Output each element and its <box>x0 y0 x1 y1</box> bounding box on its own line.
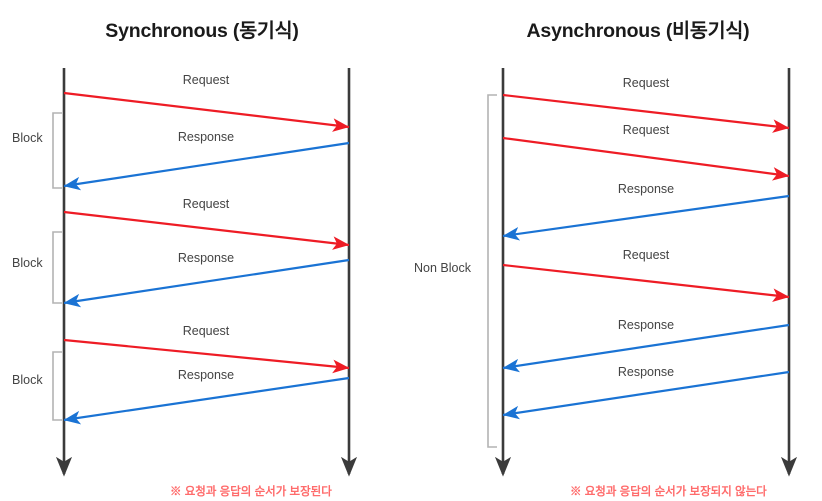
sync-message-label-4: Request <box>182 324 230 338</box>
panel-asynchronous: Asynchronous (비동기식) <box>440 0 822 501</box>
sync-message-request-0 <box>63 91 350 132</box>
sync-message-label-3: Response <box>177 251 235 265</box>
sync-message-label-1: Response <box>177 130 235 144</box>
panel-title-asynchronous: Asynchronous (비동기식) <box>526 20 750 42</box>
footnote-synchronous: ※ 요청과 응답의 순서가 보장된다 <box>170 486 332 498</box>
sync-message-request-4 <box>63 338 350 374</box>
async-message-label-1: Request <box>622 123 670 137</box>
lifelines-group <box>55 68 798 477</box>
async-message-label-5: Response <box>617 365 675 379</box>
sync-message-response-1 <box>63 141 350 191</box>
async-message-request-3 <box>502 263 790 302</box>
brackets-group <box>52 94 497 448</box>
sync-group-label-2: Block <box>12 373 43 387</box>
async-message-response-4 <box>502 323 790 373</box>
sync-group-label-1: Block <box>12 256 43 270</box>
sync-message-response-3 <box>63 258 350 308</box>
panel-title-synchronous: Synchronous (동기식) <box>105 20 299 42</box>
sync-message-response-5 <box>63 376 350 425</box>
sync-group-label-0: Block <box>12 131 43 145</box>
sync-group-bracket-2 <box>52 351 62 421</box>
async-message-label-0: Request <box>622 76 670 90</box>
async-group-label-0: Non Block <box>414 261 471 275</box>
sync-message-label-5: Response <box>177 368 235 382</box>
panel-synchronous: Synchronous (동기식) <box>105 20 299 42</box>
async-message-response-2 <box>502 194 790 241</box>
async-message-request-1 <box>502 136 790 181</box>
async-message-label-2: Response <box>617 182 675 196</box>
footnote-asynchronous: ※ 요청과 응답의 순서가 보장되지 않는다 <box>570 486 767 498</box>
async-message-label-4: Response <box>617 318 675 332</box>
async-message-response-5 <box>502 370 790 420</box>
sync-message-request-2 <box>63 210 350 250</box>
async-group-bracket-0 <box>487 94 497 448</box>
sync-message-label-2: Request <box>182 197 230 211</box>
messages-group <box>63 91 790 425</box>
sync-message-label-0: Request <box>182 73 230 87</box>
async-message-request-0 <box>502 93 790 133</box>
async-message-label-3: Request <box>622 248 670 262</box>
sync-group-bracket-0 <box>52 112 62 189</box>
sync-group-bracket-1 <box>52 231 62 304</box>
